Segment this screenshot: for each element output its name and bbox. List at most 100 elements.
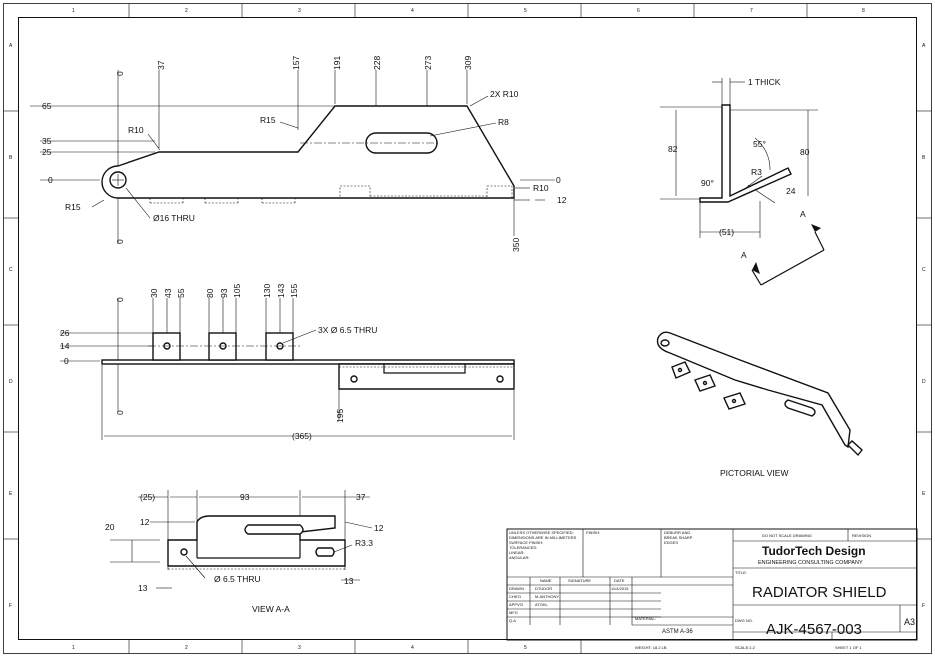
dim-f143: 143 [276,284,286,298]
col-label: 3 [298,8,301,14]
note-12: 12 [557,195,567,205]
section-line-aa: A A [741,209,825,286]
section-view: (25) 93 37 20 12 12 R3.3 13 13 Ø 6.5 THR… [105,490,384,614]
tb-name: M.ANTHONY [535,594,559,599]
tb-unless-3: SURFACE FINISH: [509,540,543,545]
col-label: 1 [72,645,75,651]
tb-date: 11/4/2015 [611,586,629,591]
section-label-a: A [741,250,747,260]
col-label: 1 [72,8,75,14]
tb-revision: REVISION [852,533,871,538]
dim-f0: 0 [115,297,125,302]
dim-f30: 30 [149,288,159,298]
row-label: F [9,603,12,609]
col-label: 2 [185,645,188,651]
company-name: TudorTech Design [762,544,866,558]
tb-deburr-2: BREAK SHARP [664,535,693,540]
tb-role: DRAWN [509,586,524,591]
tb-col-name: NAME [540,578,552,583]
front-view: 0 30 43 55 80 93 105 130 143 155 26 14 0… [60,284,515,441]
row-label: A [9,43,13,49]
tb-deburr-3: EDGES [664,540,678,545]
col-label: 7 [750,8,753,14]
dim-90deg: 90° [701,178,714,188]
tb-unless-6: ANGULAR: [509,555,529,560]
sheet-size: A3 [904,617,915,627]
tb-role: APPV'D [509,602,523,607]
dim-s12-left: 12 [140,517,150,527]
dim-228: 228 [372,56,382,70]
dim-y0-bottom: 0 [115,239,125,244]
dim-f26: 26 [60,328,70,338]
tb-unless-5: LINEAR: [509,550,525,555]
dim-y0: 0 [48,175,53,185]
dim-191: 191 [332,56,342,70]
col-label: 4 [411,8,414,14]
row-label: F [922,603,925,609]
col-label: 2 [185,8,188,14]
tb-finish: FINISH: [586,530,600,535]
tb-material-label: MATERIAL: [635,616,656,621]
dim-157: 157 [291,56,301,70]
zone-ticks [3,3,932,654]
tb-unless-1: UNLESS OTHERWISE SPECIFIED: [509,530,574,535]
tb-title-label: TITLE: [735,570,747,575]
dim-f80: 80 [205,288,215,298]
bracket-hole-2 [496,375,504,383]
dim-65: 65 [42,101,52,111]
row-label: C [9,267,13,273]
note-thru16: Ø16 THRU [153,213,195,223]
tb-col-date: DATE [614,578,625,583]
note-thru65: Ø 6.5 THRU [214,574,261,584]
section-label-a: A [800,209,806,219]
tb-unless-2: DIMENSIONS ARE IN MILLIMETERS [509,535,577,540]
top-view-outline [101,105,515,199]
note-r33: R3.3 [355,538,373,548]
tb-sheet: SHEET 1 OF 1 [835,645,862,650]
section-title: VIEW A-A [252,604,290,614]
bracket-hole-1 [350,375,358,383]
front-flange [101,359,515,365]
dim-f155: 155 [289,284,299,298]
note-1-thick: 1 THICK [748,77,781,87]
side-profile [699,104,792,203]
dim-f195: 195 [335,409,345,423]
dim-82: 82 [668,144,678,154]
note-r8: R8 [498,117,509,127]
note-r15-mid: R15 [260,115,276,125]
dim-s13-left: 13 [138,583,148,593]
dim-55deg: 55° [753,139,766,149]
tb-dns: DO NOT SCALE DRAWING [762,533,812,538]
row-label: D [922,379,926,385]
top-view: 0 37 157 191 228 273 309 65 35 25 0 0 R1… [30,56,567,252]
dim-24: 24 [786,186,796,196]
dim-f43: 43 [163,288,173,298]
row-label: D [9,379,13,385]
tb-dwg-label: DWG NO. [735,618,753,623]
drawing-title: RADIATOR SHIELD [752,584,887,601]
pictorial-title: PICTORIAL VIEW [720,468,789,478]
note-r10-right: R10 [533,183,549,193]
col-label: 6 [637,8,640,14]
col-label: 3 [298,645,301,651]
tb-deburr-1: DEBURR AND [664,530,690,535]
title-block: UNLESS OTHERWISE SPECIFIED: DIMENSIONS A… [506,528,918,650]
row-label: B [922,155,926,161]
dim-350: 350 [511,238,521,252]
note-r10-left: R10 [128,125,144,135]
dim-0: 0 [115,71,125,76]
outer-border [3,3,932,654]
col-label: 4 [411,645,414,651]
dim-f55: 55 [176,288,186,298]
dim-s25: (25) [140,492,155,502]
dim-f105: 105 [232,284,242,298]
dim-x0-right: 0 [556,175,561,185]
dim-fy0: 0 [64,356,69,366]
dim-273: 273 [423,56,433,70]
dim-s13-right: 13 [344,576,354,586]
col-label: 5 [524,645,527,651]
pictorial-view: PICTORIAL VIEW [656,331,863,478]
dim-51: (51) [719,227,734,237]
tb-role: Q.A [509,618,516,623]
col-label: 8 [862,8,865,14]
